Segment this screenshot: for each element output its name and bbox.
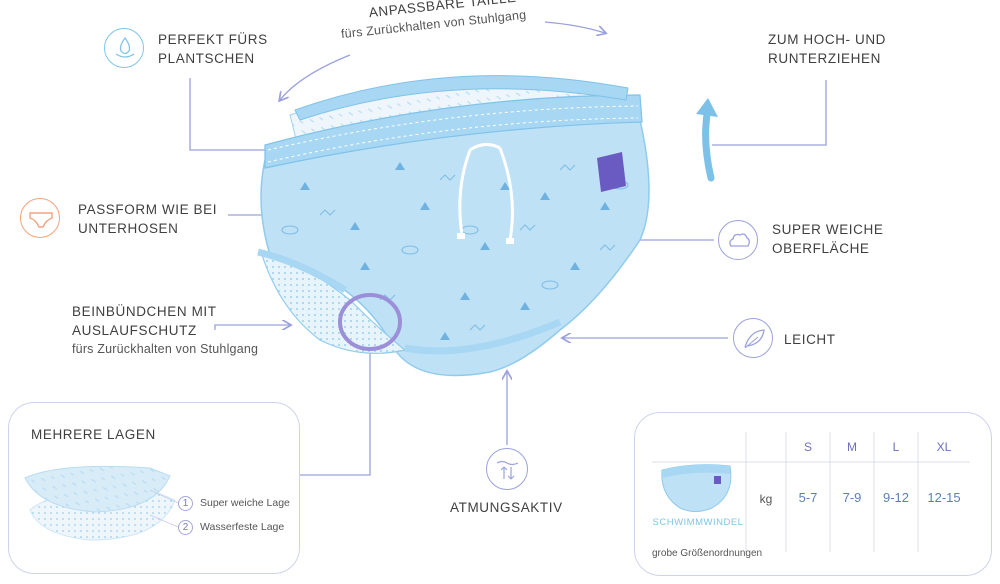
size-value-s: 5-7	[798, 490, 818, 505]
layers-illustration	[24, 465, 179, 541]
soft-line1: SUPER WEICHE	[772, 222, 884, 237]
splash-label: PERFEKT FÜRS PLANTSCHEN	[158, 30, 268, 68]
underwear-icon	[20, 198, 60, 238]
layer-1-number: 1	[178, 496, 193, 511]
splash-line2: PLANTSCHEN	[158, 51, 255, 66]
leg-label: BEINBÜNDCHEN MIT AUSLAUFSCHUTZ fürs Zurü…	[72, 302, 258, 359]
size-table-box	[634, 412, 992, 576]
size-value-l: 9-12	[882, 490, 910, 505]
layer-1-text: Super weiche Lage	[200, 497, 290, 509]
size-footnote: grobe Größenordnungen	[652, 548, 763, 559]
pull-connector	[712, 80, 827, 146]
leg-connector	[214, 325, 290, 330]
pull-line2: RUNTERZIEHEN	[768, 51, 881, 66]
size-header-l: L	[892, 440, 900, 454]
product-label: SCHWIMMWINDEL	[652, 517, 744, 528]
leg-line2: AUSLAUFSCHUTZ	[72, 323, 197, 338]
size-header-s: S	[803, 440, 812, 454]
waist-arrow-left	[280, 54, 351, 100]
size-header-m: M	[847, 440, 857, 454]
layers-box: MEHRERE LAGEN	[8, 402, 300, 574]
cloud-icon	[718, 220, 758, 260]
diaper-illustration	[257, 75, 650, 377]
soft-line2: OBERFLÄCHE	[772, 241, 870, 256]
layer-2-text: Wasserfeste Lage	[200, 521, 285, 533]
layers-title: MEHRERE LAGEN	[31, 427, 156, 442]
size-header-xl: XL	[936, 440, 952, 454]
size-value-m: 7-9	[842, 490, 862, 505]
leg-cuff-highlight	[338, 293, 402, 351]
light-label: LEICHT	[784, 332, 836, 347]
fit-label: PASSFORM WIE BEI UNTERHOSEN	[78, 200, 217, 238]
breathable-label: ATMUNGSAKTIV	[450, 500, 563, 515]
leg-line1: BEINBÜNDCHEN MIT	[72, 304, 217, 319]
size-value-xl: 12-15	[927, 490, 961, 505]
fit-line2: UNTERHOSEN	[78, 221, 179, 236]
feather-icon	[733, 318, 773, 358]
soft-label: SUPER WEICHE OBERFLÄCHE	[772, 220, 883, 258]
pull-label: ZUM HOCH- UND RUNTERZIEHEN	[768, 30, 886, 68]
size-table-grid	[652, 432, 970, 552]
size-patch	[597, 152, 626, 192]
fit-line1: PASSFORM WIE BEI	[78, 202, 218, 217]
up-arrow-icon	[702, 104, 715, 182]
splash-line1: PERFEKT FÜRS	[158, 32, 268, 47]
layers-connector	[300, 350, 371, 476]
pull-line1: ZUM HOCH- UND	[768, 32, 887, 47]
leg-subtitle: fürs Zurückhalten von Stuhlgang	[72, 342, 259, 356]
waist-arrow-right	[544, 21, 605, 33]
unit-label: kg	[759, 492, 773, 506]
breathable-arrows-icon	[486, 448, 528, 490]
table-diaper-icon	[661, 464, 732, 512]
water-drop-icon	[104, 28, 144, 68]
layer-2-number: 2	[178, 520, 193, 535]
